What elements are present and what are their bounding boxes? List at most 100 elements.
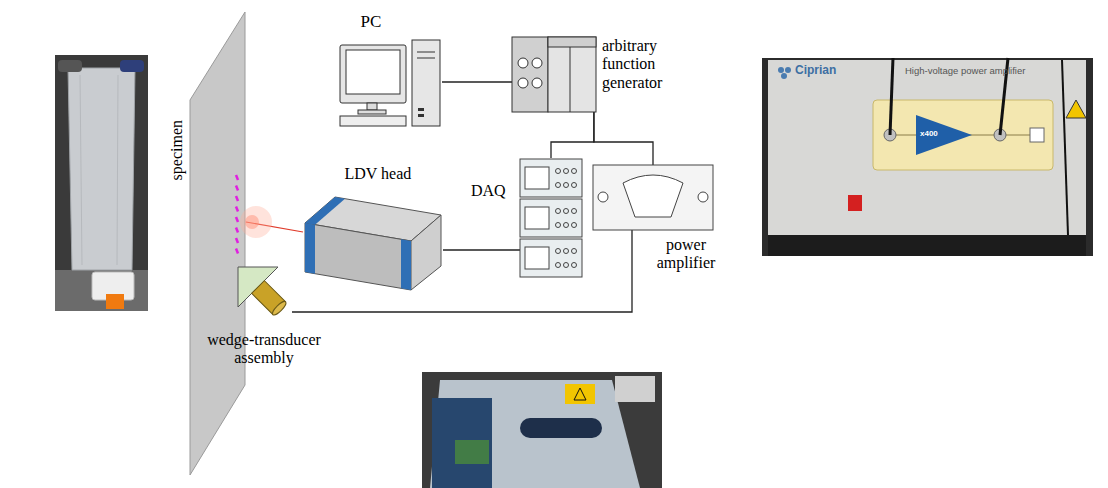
function-generator: arbitrary function generator — [512, 37, 596, 112]
daq-knob — [564, 223, 569, 228]
node-label: DAQ — [471, 182, 506, 200]
daq-knob — [564, 169, 569, 174]
gain-label: x400 — [920, 130, 938, 139]
wedge-transducer: wedge-transducer assembly — [236, 265, 292, 323]
transducer-photo — [106, 294, 124, 309]
daq-knob — [572, 183, 577, 188]
head-side — [305, 223, 411, 290]
pc-icon: PC — [338, 40, 442, 128]
amplifier-meter — [623, 175, 683, 217]
monitor — [340, 45, 406, 103]
node-label: wedge-transducer assembly — [199, 331, 329, 368]
daq-knob — [572, 223, 577, 228]
laser-spot — [245, 215, 259, 229]
photo-ground — [762, 58, 1093, 256]
ldv-head-shape — [303, 195, 443, 292]
scan-point — [236, 175, 238, 180]
daq-knob — [556, 223, 561, 228]
node-label: power amplifier — [646, 236, 726, 273]
daq-knob — [572, 263, 577, 268]
transducer-end — [271, 300, 288, 317]
daq-unit — [520, 159, 582, 197]
daq-knob — [564, 249, 569, 254]
power-switch — [848, 195, 862, 211]
power-amplifier: power amplifier — [593, 165, 713, 230]
tower-button — [418, 108, 424, 111]
cable — [890, 58, 893, 135]
daq-knob — [556, 169, 561, 174]
node-label: PC — [361, 12, 382, 32]
plate-sheen — [117, 75, 118, 265]
amplifier-photo — [762, 58, 1093, 256]
clamp-handle — [58, 60, 82, 72]
ldv-photo — [422, 372, 662, 488]
transducer — [252, 281, 288, 317]
head-stripe — [305, 197, 345, 225]
generator-body — [548, 37, 596, 112]
head-stripe — [401, 239, 411, 290]
lens-mount — [615, 376, 655, 402]
brand-name: Ciprian — [795, 64, 836, 77]
logo-dot — [778, 67, 784, 73]
laser-spot — [240, 206, 272, 238]
daq-knob — [556, 249, 561, 254]
daq-knob — [564, 263, 569, 268]
signal-wire — [551, 112, 594, 158]
node-label: arbitrary function generator — [602, 37, 702, 92]
daq-rack: DAQ — [520, 158, 582, 278]
amplifier-jack — [598, 192, 608, 202]
ldv-head: LDV head — [303, 195, 443, 292]
panel-divider — [570, 37, 571, 112]
scan-point — [236, 207, 238, 212]
scan-point — [236, 228, 238, 233]
daq-knob — [572, 169, 577, 174]
daq-screen — [525, 167, 549, 189]
daq-knob — [556, 263, 561, 268]
output-jack — [532, 78, 542, 88]
scan-point — [236, 186, 238, 191]
scan-point — [236, 196, 238, 201]
ldv-cover — [432, 398, 492, 488]
node-label: LDV head — [345, 165, 412, 183]
generator-face — [512, 37, 548, 112]
daq-screen — [525, 207, 549, 229]
node-label: specimen — [168, 120, 186, 180]
warning-sign — [1066, 100, 1086, 118]
output-jack — [518, 78, 528, 88]
cable — [1062, 60, 1068, 235]
drive-slot — [417, 58, 435, 59]
ldv-handle — [520, 418, 602, 438]
signal-wire — [443, 249, 520, 250]
amplifier-case — [593, 165, 713, 230]
signal-wire — [594, 112, 653, 165]
sticker — [455, 440, 489, 464]
drive-slot — [417, 52, 435, 53]
function-generator-shape — [512, 37, 596, 112]
daq-knob — [556, 209, 561, 214]
specimen-photo — [55, 55, 148, 311]
logo-dot — [785, 67, 791, 73]
aluminum-plate — [68, 68, 135, 270]
logo-dot — [781, 73, 787, 79]
daq-knob — [572, 249, 577, 254]
daq-knob — [564, 183, 569, 188]
daq-screen — [525, 247, 549, 269]
daq-unit — [520, 239, 582, 277]
daq-unit — [520, 199, 582, 237]
head-stripe — [305, 223, 315, 274]
scan-point — [236, 249, 238, 254]
laser-symbol — [574, 388, 586, 400]
photo-floor — [55, 270, 148, 311]
output-jack — [532, 58, 542, 68]
clamp-handle — [120, 60, 144, 72]
signal-panel — [873, 100, 1053, 170]
keyboard — [340, 116, 406, 126]
amplifier-jack — [698, 192, 708, 202]
panel-title: High-voltage power amplifier — [905, 66, 1025, 76]
plate-sheen — [80, 75, 82, 265]
daq-rack-shape — [520, 158, 582, 278]
daq-knob — [572, 209, 577, 214]
rack-strip — [768, 235, 1086, 256]
ldv-body — [430, 380, 640, 488]
